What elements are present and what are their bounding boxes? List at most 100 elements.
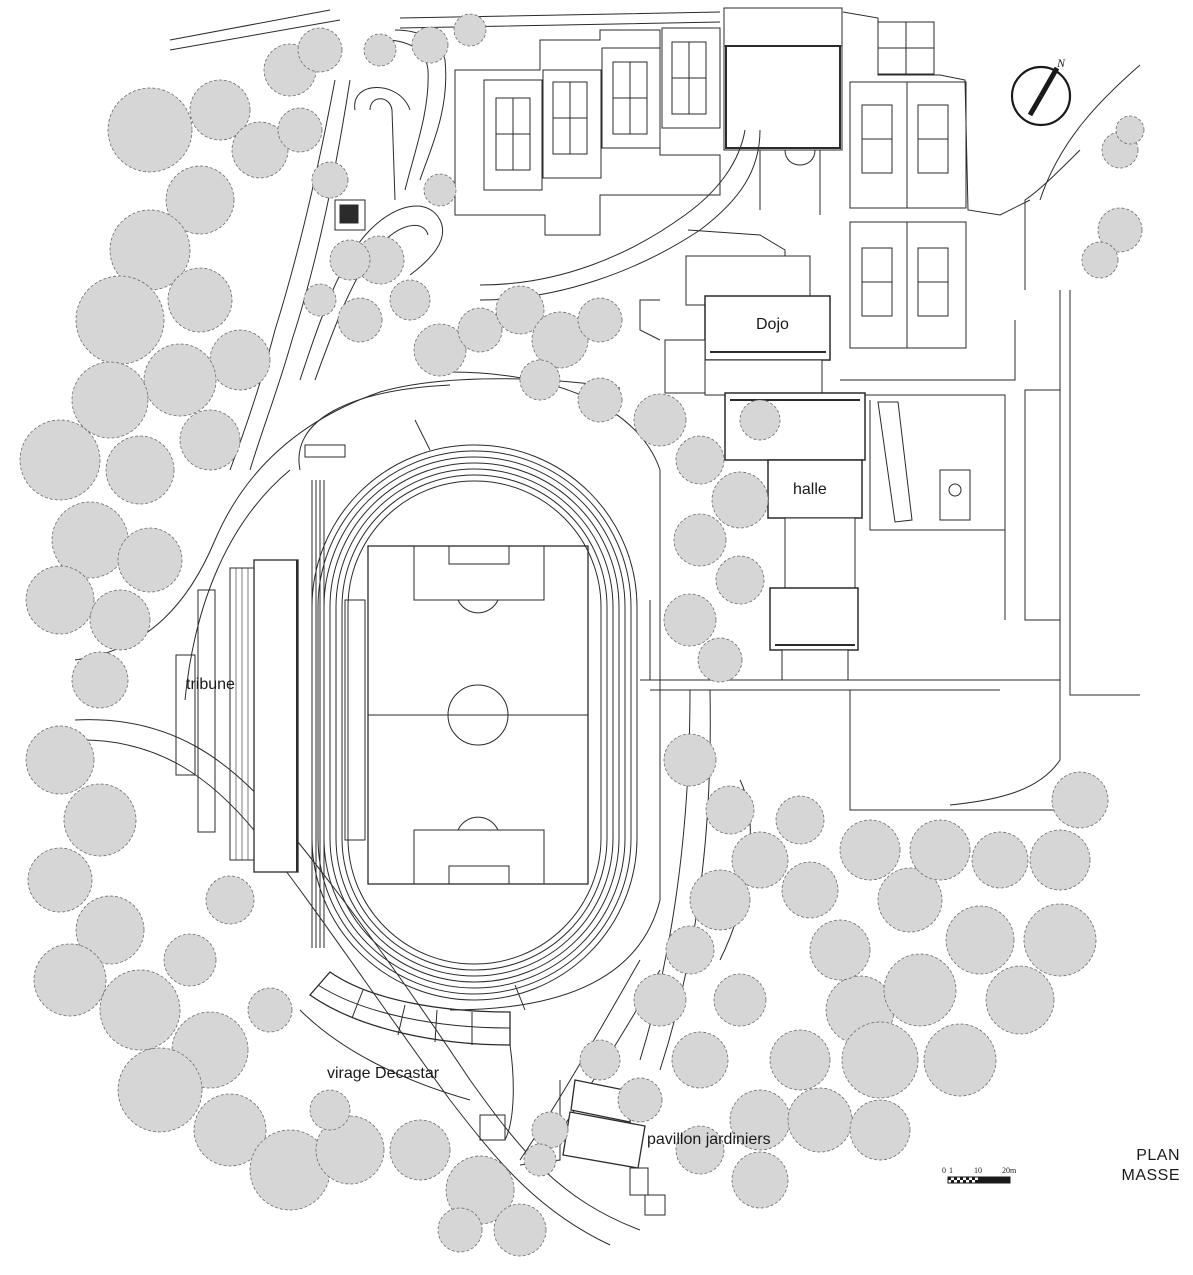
tree-icon [633, 973, 687, 1027]
tree-icon [671, 1031, 729, 1089]
tree-icon [531, 1111, 569, 1149]
tree-icon [705, 785, 755, 835]
tree-icon [309, 1089, 351, 1131]
tree-icon [453, 13, 487, 47]
dojo-and-halle-buildings [639, 229, 1005, 681]
tree-icon [985, 965, 1055, 1035]
tree-icon [107, 87, 193, 173]
tree-icon [577, 377, 623, 423]
tree-icon [311, 161, 349, 199]
tree-icon [731, 831, 789, 889]
tree-icon [71, 361, 149, 439]
tree-icon [841, 1021, 919, 1099]
tree-icon [839, 819, 901, 881]
tree-icon [445, 1155, 515, 1225]
tree-icon [849, 1099, 911, 1161]
tree-icon [355, 235, 405, 285]
tree-icon [739, 399, 781, 441]
tree-icon [389, 279, 431, 321]
north-arrow-icon: N [1010, 56, 1072, 127]
tree-icon [531, 311, 589, 369]
scale-bar: 0 1 10 20m [942, 1166, 1017, 1184]
tree-icon [769, 1029, 831, 1091]
tree-icon [231, 121, 289, 179]
tree-icon [297, 27, 343, 73]
tree-icon [75, 895, 145, 965]
tree-icon [579, 1039, 621, 1081]
tree-icon [33, 943, 107, 1017]
scale-tick-20m: 20m [1002, 1166, 1017, 1175]
tree-icon [1081, 241, 1119, 279]
scale-tick-0: 0 [942, 1166, 946, 1175]
tree-icon [19, 419, 101, 501]
tree-icon [775, 795, 825, 845]
tree-icon [673, 513, 727, 567]
tree-icon [413, 323, 467, 377]
tree-icon [1023, 903, 1097, 977]
tree-icon [389, 1119, 451, 1181]
tree-icon [71, 651, 129, 709]
tree-icon [179, 409, 241, 471]
tree-icon [633, 393, 687, 447]
tree-icon [697, 637, 743, 683]
tree-icon [495, 285, 545, 335]
tree-icon [25, 565, 95, 635]
label-tribune: tribune [186, 676, 235, 693]
tree-icon [247, 987, 293, 1033]
tree-icon [923, 1023, 997, 1097]
tree-icon [663, 733, 717, 787]
tree-icon [711, 471, 769, 529]
tree-icon [1051, 771, 1109, 829]
tree-icon [675, 435, 725, 485]
tree-icon [493, 1203, 547, 1257]
tree-icon [909, 819, 971, 881]
tree-icon [713, 973, 767, 1027]
tribune-stand [175, 444, 346, 873]
tree-icon [1097, 207, 1143, 253]
tree-icon [303, 283, 337, 317]
tree-icon [337, 297, 383, 343]
tree-icon [27, 847, 93, 913]
tree-icon [143, 343, 217, 417]
tree-icon [523, 1143, 557, 1177]
tree-icon [63, 783, 137, 857]
tree-icon [809, 919, 871, 981]
tree-icon [437, 1207, 483, 1253]
tree-icon [665, 925, 715, 975]
stadium-track-and-pitch [298, 371, 661, 1011]
tree-icon [25, 725, 95, 795]
trees [19, 13, 1145, 1257]
gymnasium [723, 7, 843, 215]
tree-icon [457, 307, 503, 353]
label-virage-decastar: virage Decastar [327, 1065, 440, 1082]
tree-icon [329, 239, 371, 281]
tennis-courts [454, 11, 1031, 349]
tree-icon [193, 1093, 267, 1167]
label-halle: halle [793, 481, 827, 498]
tree-icon [971, 831, 1029, 889]
tree-icon [1029, 829, 1091, 891]
tree-icon [189, 79, 251, 141]
tree-icon [411, 26, 449, 64]
north-letter: N [1056, 56, 1066, 70]
tree-icon [519, 359, 561, 401]
tree-icon [163, 933, 217, 987]
label-pavillon-jardiniers: pavillon jardiniers [647, 1131, 771, 1148]
tree-icon [165, 165, 235, 235]
scale-tick-1: 1 [949, 1166, 953, 1175]
tree-icon [117, 527, 183, 593]
tree-icon [209, 329, 271, 391]
tree-icon [883, 953, 957, 1027]
virage-decastar-stand [309, 971, 514, 1141]
tree-icon [1115, 115, 1145, 145]
tree-icon [315, 1115, 385, 1185]
plan-title-line-1: PLAN [1136, 1147, 1180, 1164]
tree-icon [617, 1077, 663, 1123]
tree-icon [423, 173, 457, 207]
tree-icon [675, 1125, 725, 1175]
tree-icon [781, 861, 839, 919]
tree-icon [877, 867, 943, 933]
plan-title: PLAN MASSE [1100, 1146, 1180, 1186]
tree-icon [663, 593, 717, 647]
